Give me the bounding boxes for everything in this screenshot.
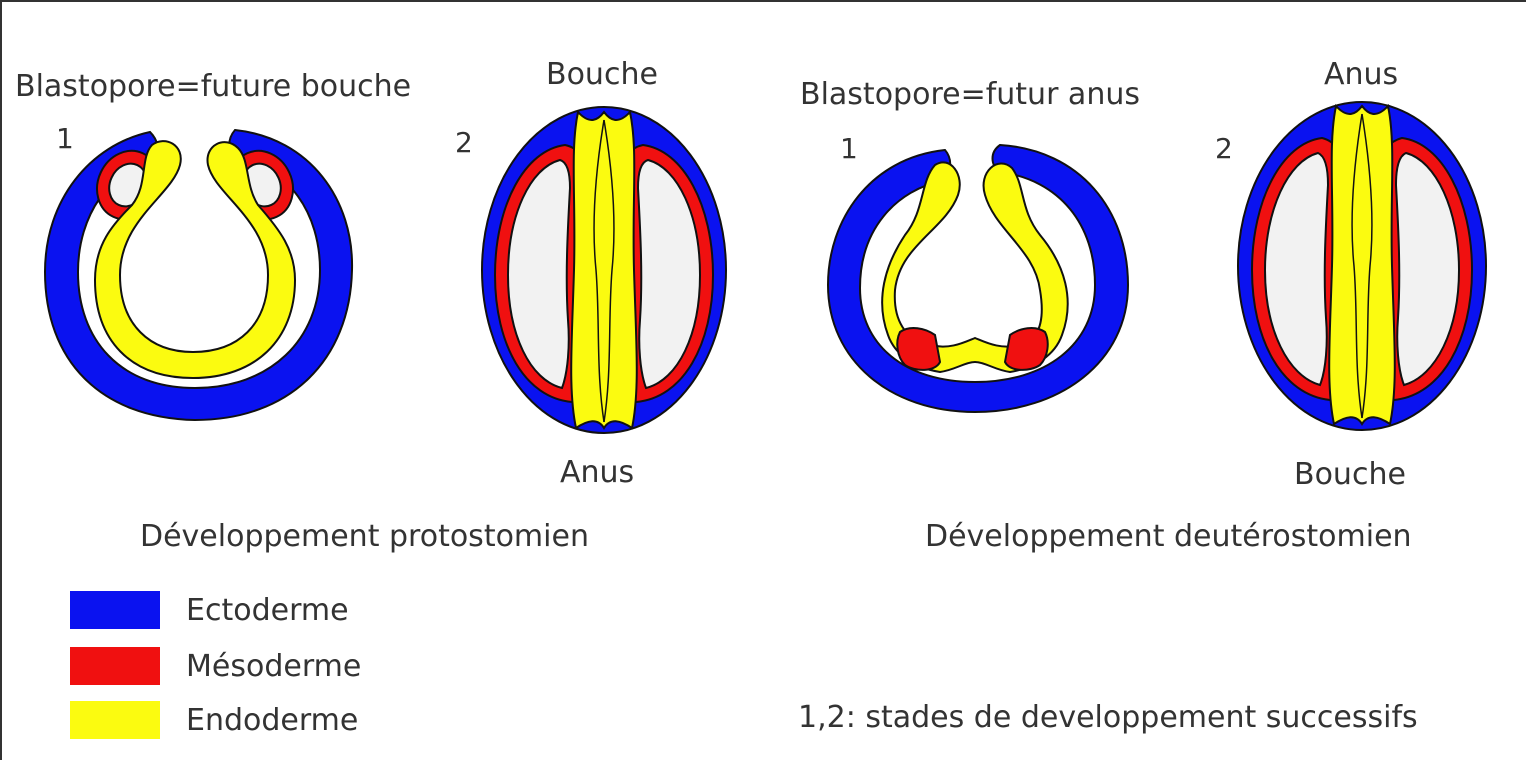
protostome-stage2-number: 2 <box>455 126 473 159</box>
deuterostome-stage2-embryo <box>1238 102 1486 430</box>
deuterostome-stage2-top-label: Anus <box>1324 57 1398 92</box>
legend: Ectoderme Mésoderme Endoderme <box>70 591 361 739</box>
legend-swatch-ectoderm <box>70 591 160 629</box>
protostome-stage2-top-label: Bouche <box>546 57 658 92</box>
protostome-stage1-number: 1 <box>56 122 74 155</box>
legend-label-mesoderm: Mésoderme <box>186 649 361 684</box>
protostome-stage2-bottom-label: Anus <box>560 455 634 490</box>
deuterostome-stage2-bottom-label: Bouche <box>1294 457 1406 492</box>
legend-swatch-endoderm <box>70 701 160 739</box>
deuterostome-stage1-embryo <box>828 145 1128 412</box>
deuterostome-stage2-endoderm <box>1329 106 1395 424</box>
deuterostome-stage1-number: 1 <box>840 132 858 165</box>
deuterostome-caption: Développement deutérostomien <box>925 519 1412 554</box>
deuterostome-stage1-mesoderm-right <box>1005 328 1048 370</box>
protostome-stage1-embryo <box>45 130 352 420</box>
stages-note: 1,2: stades de developpement successifs <box>798 700 1418 735</box>
deuterostome-stage1-ectoderm <box>828 145 1128 412</box>
legend-label-ectoderm: Ectoderme <box>186 593 349 628</box>
deuterostome-stage2-number: 2 <box>1215 132 1233 165</box>
protostome-stage2-embryo <box>482 107 726 433</box>
protostome-caption: Développement protostomien <box>140 519 589 554</box>
deuterostome-stage1-label: Blastopore=futur anus <box>800 77 1140 112</box>
legend-swatch-mesoderm <box>70 647 160 685</box>
legend-label-endoderm: Endoderme <box>186 703 358 738</box>
protostome-stage1-label: Blastopore=future bouche <box>15 69 411 104</box>
protostome-stage2-endoderm <box>571 112 637 428</box>
deuterostome-stage1-mesoderm-left <box>897 328 940 370</box>
